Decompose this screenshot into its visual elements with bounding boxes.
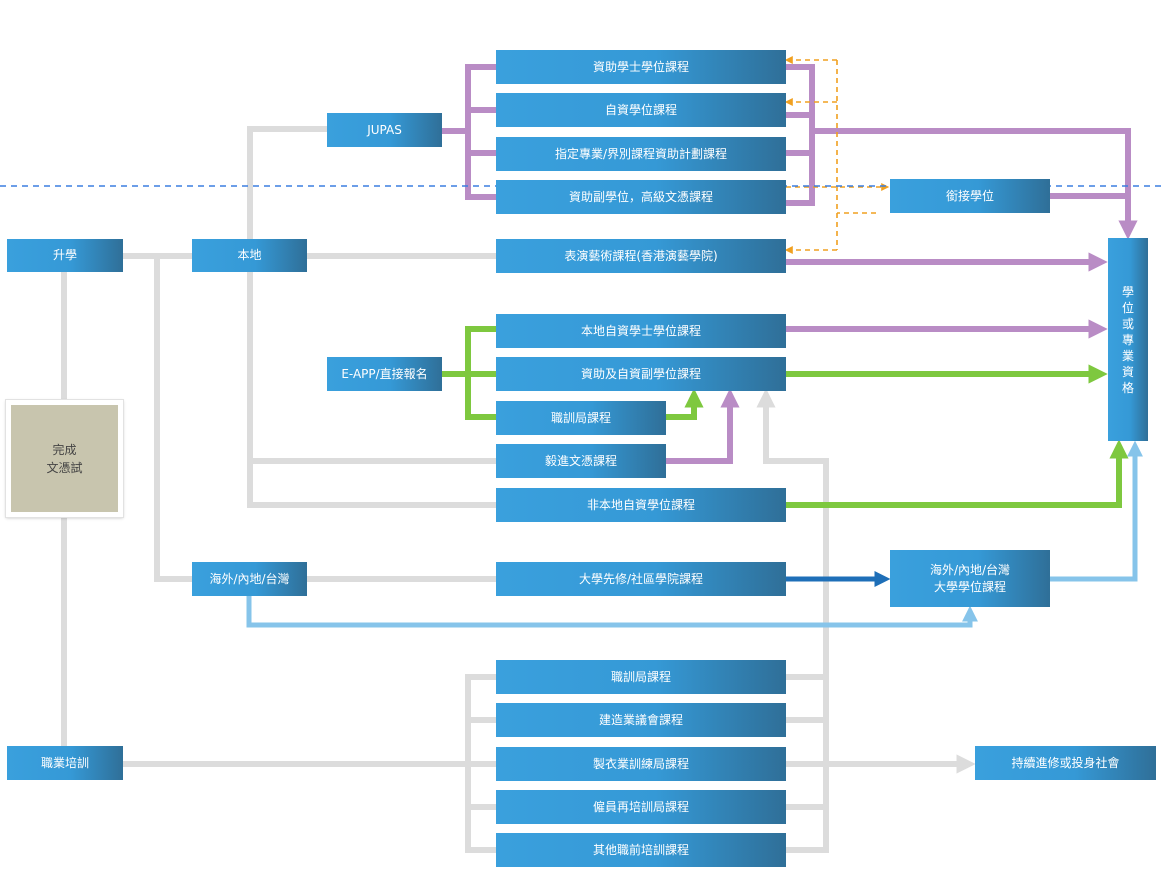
- overseas-degree-node: 海外/內地/台灣 大學學位課程: [890, 550, 1050, 607]
- yijin-node: 毅進文憑課程: [496, 444, 666, 478]
- grey-connectors: [61, 126, 976, 853]
- associate-hd-node: 資助副學位，高級文憑課程: [496, 180, 786, 214]
- qualification-char: 或: [1121, 316, 1134, 331]
- jupas-node: JUPAS: [327, 113, 442, 147]
- connector-jupas-bracket: [465, 64, 496, 200]
- overseas-node: 海外/內地/台灣: [192, 562, 307, 596]
- qualification-char: 專: [1121, 332, 1134, 347]
- connector-right-bracket: [786, 674, 829, 853]
- exam-label-line2: 文憑試: [46, 460, 83, 475]
- connector-vocational-return: [756, 388, 829, 677]
- exam-label-line1: 完成: [52, 442, 77, 457]
- connector-vocational-bracket: [465, 674, 496, 853]
- apa-node: 表演藝術課程(香港演藝學院): [496, 239, 786, 273]
- connector-right-purple-bracket: [786, 64, 815, 206]
- vtc-courses-node: 職訓局課程: [496, 401, 666, 435]
- overseas-degree-line2: 大學學位課程: [933, 579, 1006, 594]
- orange-dashed-connectors: [784, 56, 890, 254]
- top-up-degree-node: 銜接學位: [890, 179, 1050, 213]
- green-connectors: [442, 326, 1129, 508]
- qualification-char: 格: [1121, 380, 1134, 395]
- funded-sf-subdegree-node: 資助及自資副學位課程: [496, 357, 786, 391]
- local-node: 本地: [192, 239, 307, 272]
- lightblue-connectors: [246, 440, 1144, 628]
- connector-local-trunk: [247, 272, 496, 508]
- vtc-courses-2-node: 職訓局課程: [496, 660, 786, 694]
- connector-further-overseas: [154, 256, 192, 582]
- sf-degree-node: 自資學位課程: [496, 93, 786, 127]
- clothing-courses-node: 製衣業訓練局課程: [496, 747, 786, 781]
- connector-overseas-degree: [246, 596, 979, 628]
- overseas-degree-line1: 海外/內地/台灣: [929, 562, 1011, 577]
- local-sf-degree-node: 本地自資學士學位課程: [496, 314, 786, 348]
- eapp-node: E-APP/直接報名: [327, 357, 442, 391]
- univ-foundation-node: 大學先修/社區學院課程: [496, 562, 786, 596]
- non-local-sf-degree-node: 非本地自資學位課程: [496, 488, 786, 522]
- qualification-char: 資: [1121, 364, 1134, 379]
- connector-overseasdegree-qualification: [1050, 440, 1144, 582]
- qualification-char: 學: [1121, 284, 1134, 299]
- ssspd-node: 指定專業/界別課程資助計劃課程: [496, 137, 786, 171]
- purple-connectors: [442, 64, 1138, 464]
- connector-yijin-subdegree: [666, 388, 740, 464]
- qualification-node: 學 位 或 專 業 資 格: [1108, 238, 1148, 441]
- dse-exam-node: 完成 文憑試: [6, 400, 123, 517]
- qualification-char: 業: [1121, 348, 1134, 363]
- other-pre-employment-node: 其他職前培訓課程: [496, 833, 786, 867]
- further-study-node: 升學: [7, 239, 123, 272]
- connector-nonlocal-qualification: [786, 439, 1129, 508]
- connector-local-jupas: [247, 126, 327, 239]
- qualification-char: 位: [1121, 300, 1134, 315]
- cic-courses-node: 建造業議會課程: [496, 703, 786, 737]
- continue-or-work-node: 持續進修或投身社會: [975, 746, 1156, 780]
- connector-vtc-subdegree: [666, 388, 704, 420]
- funded-degree-node: 資助學士學位課程: [496, 50, 786, 84]
- erb-courses-node: 僱員再培訓局課程: [496, 790, 786, 824]
- vocational-training-node: 職業培訓: [7, 746, 123, 780]
